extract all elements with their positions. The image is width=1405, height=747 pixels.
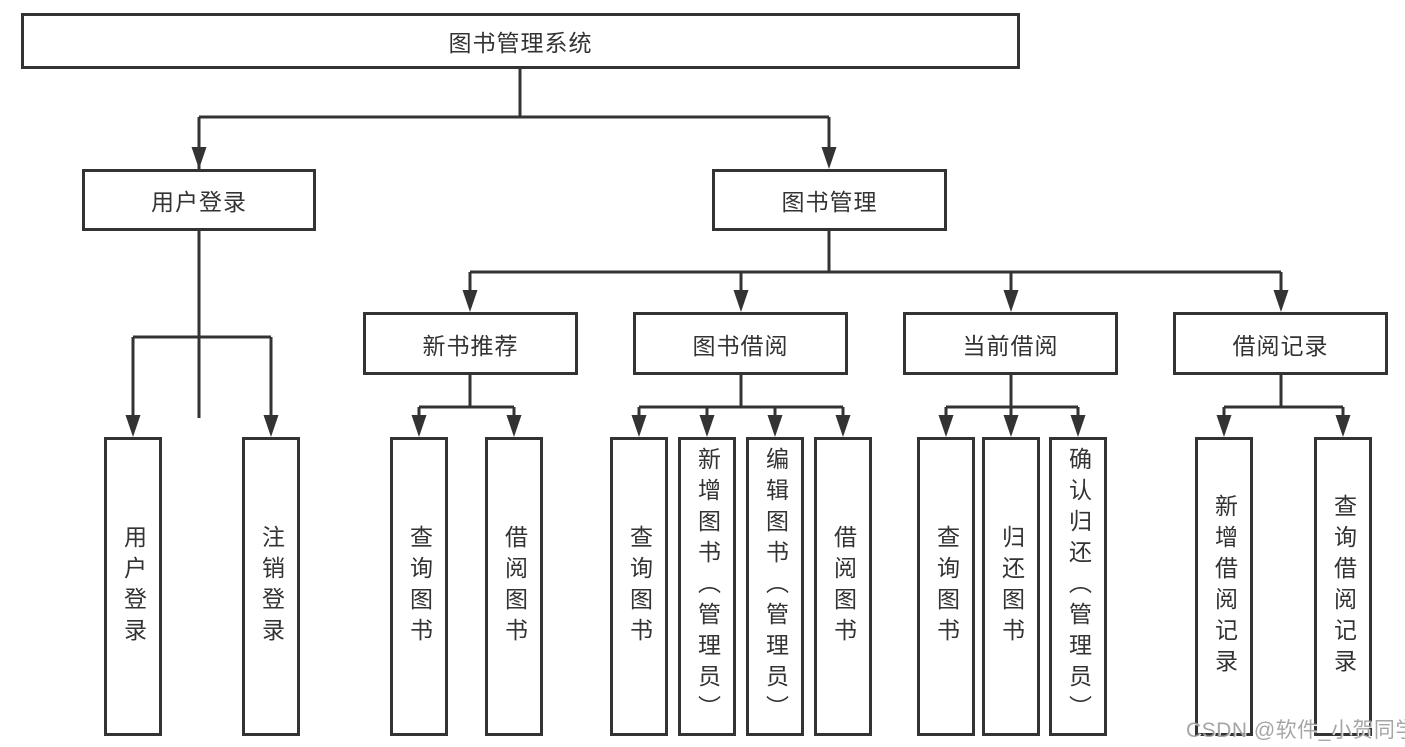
leaf-node-query-books-1: 查询图书 (390, 437, 448, 736)
leaf-node-label: 归还图书 (998, 524, 1025, 649)
branch-node-label: 图书管理 (781, 189, 878, 215)
leaf-node-label: 编辑图书（管理员） (762, 447, 789, 726)
connector-new-books-to-leaves (411, 375, 522, 437)
leaf-node-borrow-books-2: 借阅图书 (814, 437, 872, 736)
leaf-node-label: 新增图书（管理员） (694, 447, 721, 726)
group-node-current: 当前借阅 (903, 312, 1118, 375)
leaf-node-label: 借阅图书 (501, 524, 528, 649)
leaf-node-user-login: 用户登录 (104, 437, 162, 736)
leaf-node-return-books: 归还图书 (982, 437, 1040, 736)
root-node-label: 图书管理系统 (448, 30, 593, 56)
leaf-node-label: 用户登录 (120, 524, 147, 649)
leaf-node-logout: 注销登录 (242, 437, 300, 736)
branch-node-label: 用户登录 (151, 189, 247, 215)
group-node-borrowing: 图书借阅 (633, 312, 848, 375)
leaf-node-label: 确认归还（管理员） (1065, 447, 1092, 726)
leaf-node-label: 注销登录 (258, 524, 285, 649)
group-node-label: 借阅记录 (1232, 332, 1329, 359)
group-node-new-books: 新书推荐 (363, 312, 578, 375)
leaf-node-edit-books-admin: 编辑图书（管理员） (746, 437, 804, 736)
group-node-records: 借阅记录 (1173, 312, 1388, 375)
connector-borrowing-to-leaves (631, 375, 851, 437)
leaf-node-confirm-return-admin: 确认归还（管理员） (1049, 437, 1107, 736)
leaf-node-label: 查询借阅记录 (1330, 493, 1357, 680)
root-node-system: 图书管理系统 (21, 13, 1020, 69)
connector-records-to-leaves (1216, 375, 1351, 437)
branch-node-user-login: 用户登录 (82, 169, 316, 231)
leaf-node-query-books-3: 查询图书 (917, 437, 975, 736)
leaf-node-query-books-2: 查询图书 (610, 437, 668, 736)
leaf-node-query-borrow-record: 查询借阅记录 (1314, 437, 1372, 736)
branch-node-book-mgmt: 图书管理 (712, 169, 947, 231)
group-node-label: 图书借阅 (692, 332, 789, 359)
leaf-node-label: 借阅图书 (830, 524, 857, 649)
group-node-label: 当前借阅 (962, 332, 1059, 359)
connector-current-to-leaves (938, 375, 1086, 437)
connector-user-login-to-leaves (125, 231, 279, 437)
leaf-node-label: 新增借阅记录 (1211, 493, 1238, 680)
leaf-node-label: 查询图书 (406, 524, 433, 649)
leaf-node-add-books-admin: 新增图书（管理员） (678, 437, 736, 736)
leaf-node-label: 查询图书 (626, 524, 653, 649)
group-node-label: 新书推荐 (422, 332, 519, 359)
csdn-watermark: CSDN @软件_小贺同学 (1186, 719, 1405, 742)
connector-book-mgmt-to-level3 (462, 231, 1289, 312)
leaf-node-add-borrow-record: 新增借阅记录 (1195, 437, 1253, 736)
leaf-node-label: 查询图书 (933, 524, 960, 649)
leaf-node-borrow-books-1: 借阅图书 (485, 437, 543, 736)
